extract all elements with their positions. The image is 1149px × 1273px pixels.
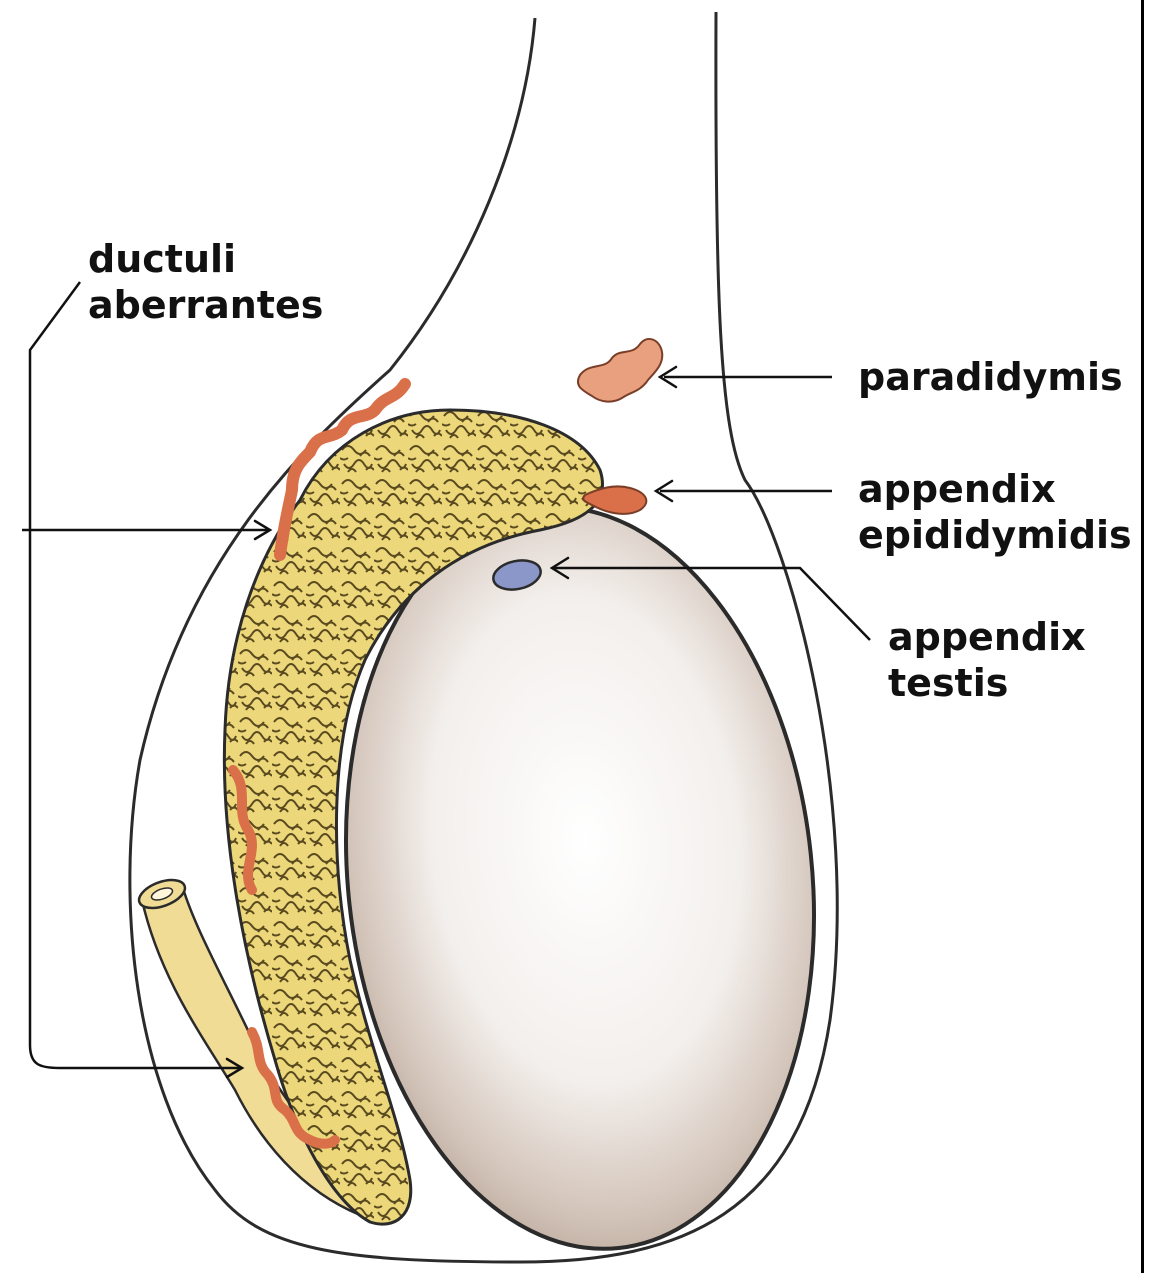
label-paradidymis: paradidymis [858,354,1123,400]
label-ductuli-line2: aberrantes [88,282,323,328]
paradidymis [578,339,662,402]
label-paradidymis-text: paradidymis [858,354,1123,400]
label-appendix-epididymidis-line2: epididymidis [858,512,1132,558]
label-appendix-testis: appendix testis [888,614,1086,706]
label-appendix-testis-line1: appendix [888,614,1086,660]
label-appendix-testis-line2: testis [888,660,1086,706]
label-appendix-epididymidis: appendix epididymidis [858,466,1132,558]
frame-border-right [1141,0,1144,1273]
label-appendix-epididymidis-line1: appendix [858,466,1132,512]
label-ductuli-aberrantes: ductuli aberrantes [88,236,323,328]
label-ductuli-line1: ductuli [88,236,323,282]
